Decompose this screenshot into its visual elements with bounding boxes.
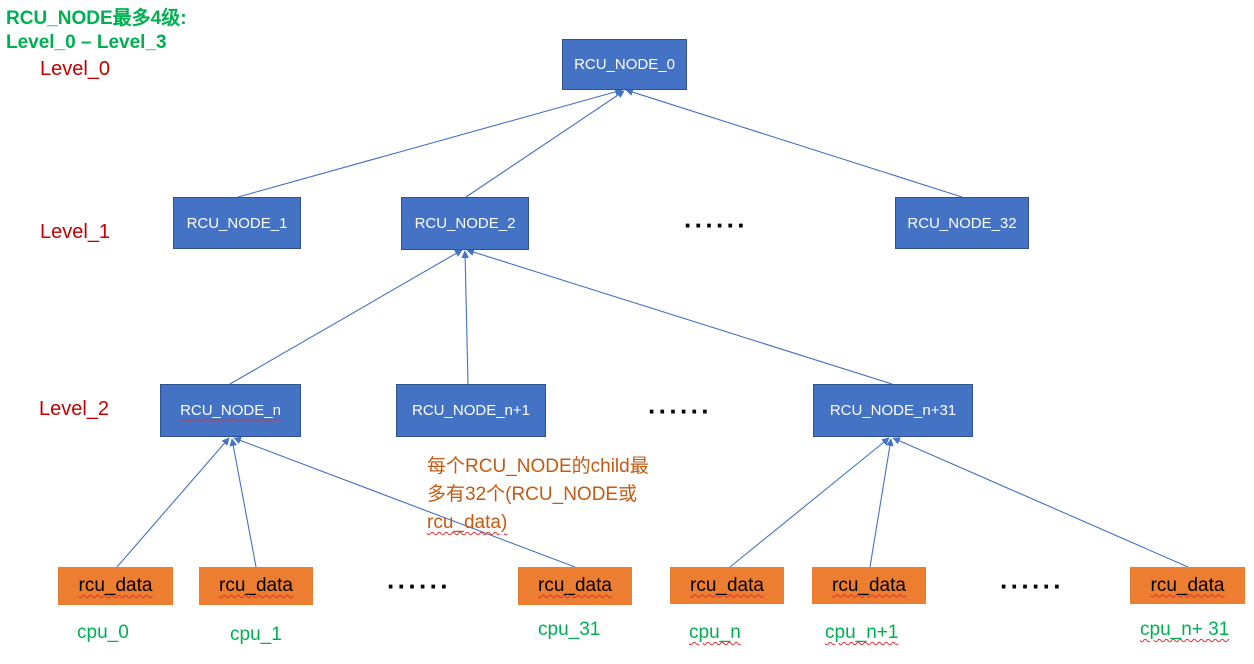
rcu-data-cpu31: rcu_data <box>518 567 632 605</box>
rcu-data-cpun1: rcu_data <box>812 567 926 604</box>
edge-node32-to-node0 <box>625 88 963 198</box>
leaf-ellipsis-right: ······ <box>1000 571 1064 601</box>
rcu-data-label: rcu_data <box>538 575 612 596</box>
rcu-data-label: rcu_data <box>219 575 293 596</box>
edge-cpu0-to-noden <box>116 437 230 568</box>
level2-ellipsis: ······ <box>648 396 712 426</box>
edge-noden-to-node2 <box>229 249 463 385</box>
note-line-3: rcu_data) <box>427 509 649 537</box>
edge-node2-to-node0 <box>465 90 625 198</box>
diagram-title-line2: Level_0 – Level_3 <box>6 32 167 53</box>
level1-ellipsis: ······ <box>684 210 748 240</box>
rcu-data-label: rcu_data <box>690 574 764 596</box>
level-0-label: Level_0 <box>40 58 111 80</box>
rcu-node-n-plus-31: RCU_NODE_n+31 <box>813 384 973 437</box>
edge-cpun31-to-noden31 <box>892 437 1189 568</box>
rcu-node-0: RCU_NODE_0 <box>562 39 687 90</box>
cpu-31-label: cpu_31 <box>538 619 601 640</box>
rcu-data-cpu0: rcu_data <box>58 567 173 605</box>
edge-cpun-to-noden31 <box>729 437 890 568</box>
cpu-n-plus-1-label: cpu_n+1 <box>825 622 898 644</box>
note-line-3-text: rcu_data) <box>427 512 508 533</box>
cpu-n-text: cpu_n <box>689 622 741 643</box>
rcu-data-label: rcu_data <box>1150 574 1225 596</box>
cpu-1-label: cpu_1 <box>230 624 282 645</box>
edge-noden1-to-node2 <box>461 250 470 385</box>
cpu-n-plus-31-text: cpu_n+ 31 <box>1140 619 1230 640</box>
note-line-2: 多有32个(RCU_NODE或 <box>427 484 638 505</box>
cpu-n-label: cpu_n <box>689 622 741 644</box>
edge-cpu1-to-noden <box>229 438 257 568</box>
edge-noden31-to-node2 <box>466 248 893 385</box>
edge-cpun1-to-noden31 <box>869 438 894 568</box>
cpu-n-plus-1-text: cpu_n+1 <box>825 622 899 643</box>
level-2-label: Level_2 <box>39 398 110 420</box>
cpu-n-plus-31-label: cpu_n+ 31 <box>1140 619 1229 641</box>
edge-node1-to-node0 <box>237 88 623 198</box>
rcu-node-n-label: RCU_NODE_n <box>180 402 281 419</box>
rcu-node-n-plus-1: RCU_NODE_n+1 <box>396 384 546 437</box>
rcu-node-2: RCU_NODE_2 <box>401 197 529 250</box>
rcu-data-cpu1: rcu_data <box>199 567 313 605</box>
rcu-data-cpun31: rcu_data <box>1130 567 1245 604</box>
note-line-1: 每个RCU_NODE的child最 <box>427 456 649 477</box>
level-1-label: Level_1 <box>40 221 111 243</box>
rcu-data-cpun: rcu_data <box>670 567 784 604</box>
diagram-title-line1: RCU_NODE最多4级: <box>6 8 187 29</box>
rcu-node-n: RCU_NODE_n <box>160 384 301 437</box>
leaf-ellipsis-left: ······ <box>387 571 451 601</box>
rcu-node-32: RCU_NODE_32 <box>895 197 1029 249</box>
child-limit-note: 每个RCU_NODE的child最 多有32个(RCU_NODE或 rcu_da… <box>427 453 649 537</box>
rcu-node-1: RCU_NODE_1 <box>173 197 301 249</box>
cpu-0-label: cpu_0 <box>77 622 129 643</box>
rcu-data-label: rcu_data <box>832 574 906 596</box>
rcu-data-label: rcu_data <box>78 575 153 596</box>
edge-cpu31-to-noden <box>233 436 576 568</box>
